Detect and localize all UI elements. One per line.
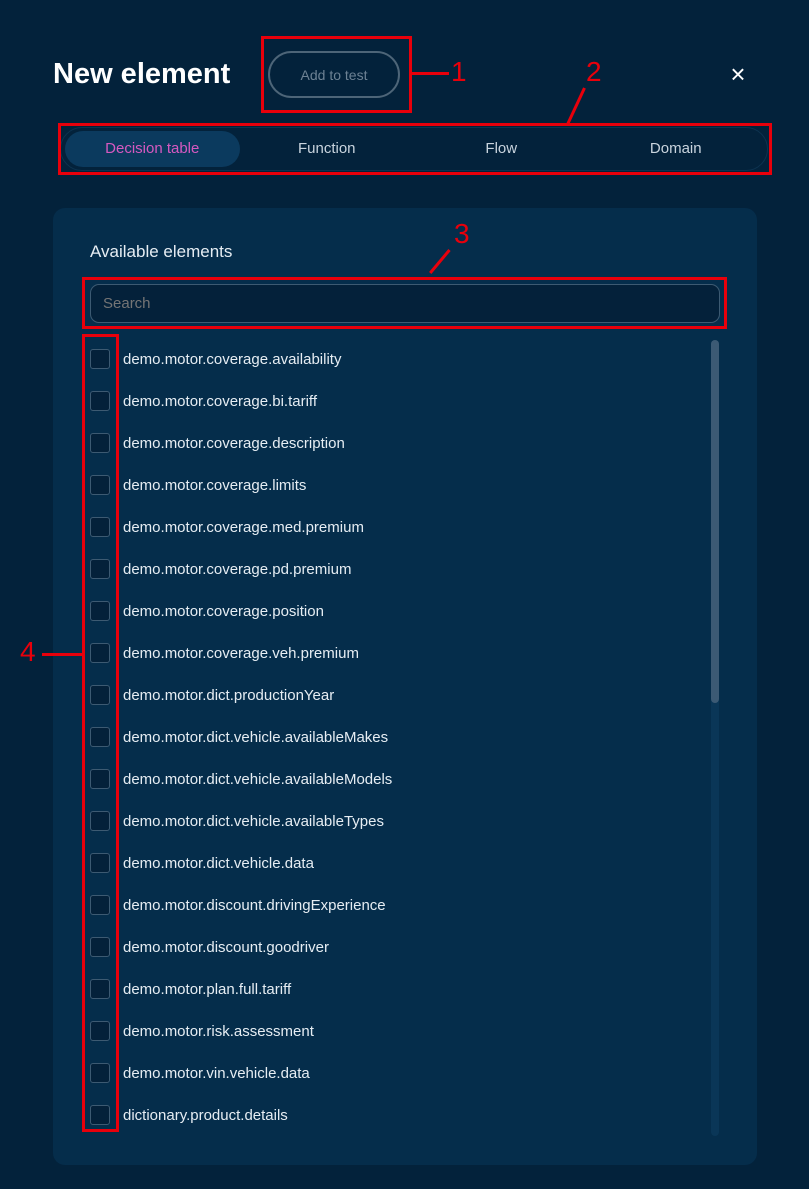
element-label: demo.motor.plan.full.tariff: [123, 980, 292, 998]
element-checkbox[interactable]: [90, 433, 110, 453]
element-checkbox[interactable]: [90, 601, 110, 621]
list-item[interactable]: demo.motor.discount.goodriver: [90, 926, 690, 968]
element-checkbox[interactable]: [90, 769, 110, 789]
element-label: demo.motor.dict.vehicle.availableMakes: [123, 728, 389, 746]
tab-decision-table[interactable]: Decision table: [65, 131, 240, 167]
annotation-line-1: [412, 72, 449, 75]
element-checkbox[interactable]: [90, 559, 110, 579]
list-item[interactable]: demo.motor.coverage.pd.premium: [90, 548, 690, 590]
element-checkbox[interactable]: [90, 475, 110, 495]
list-item[interactable]: demo.motor.coverage.veh.premium: [90, 632, 690, 674]
element-checkbox[interactable]: [90, 727, 110, 747]
annotation-label-2: 2: [586, 56, 602, 87]
dialog-title: New element: [53, 58, 231, 90]
annotation-box-2: [58, 123, 772, 175]
annotation-line-2: [566, 87, 586, 125]
element-label: demo.motor.coverage.med.premium: [123, 518, 364, 536]
list-item[interactable]: demo.motor.dict.vehicle.data: [90, 842, 690, 884]
list-item[interactable]: demo.motor.vin.vehicle.data: [90, 1052, 690, 1094]
element-label: demo.motor.discount.goodriver: [123, 938, 329, 956]
element-label: demo.motor.coverage.pd.premium: [123, 560, 352, 578]
element-checkbox[interactable]: [90, 811, 110, 831]
element-checkbox[interactable]: [90, 937, 110, 957]
tab-flow[interactable]: Flow: [485, 140, 518, 157]
element-checkbox[interactable]: [90, 685, 110, 705]
list-item[interactable]: demo.motor.coverage.bi.tariff: [90, 380, 690, 422]
element-label: demo.motor.vin.vehicle.data: [123, 1064, 310, 1082]
element-label: demo.motor.dict.productionYear: [123, 686, 335, 704]
list-item[interactable]: demo.motor.coverage.availability: [90, 338, 690, 380]
element-label: demo.motor.risk.assessment: [123, 1022, 314, 1040]
annotation-box-4: [82, 334, 119, 1132]
element-label: dictionary.product.details: [123, 1106, 288, 1124]
element-checkbox[interactable]: [90, 979, 110, 999]
element-label: demo.motor.coverage.limits: [123, 476, 307, 494]
annotation-box-1: [261, 36, 412, 113]
list-item[interactable]: demo.motor.coverage.description: [90, 422, 690, 464]
scrollbar[interactable]: [711, 340, 719, 1136]
list-item[interactable]: demo.motor.coverage.limits: [90, 464, 690, 506]
list-item[interactable]: demo.motor.coverage.med.premium: [90, 506, 690, 548]
element-checkbox[interactable]: [90, 853, 110, 873]
element-label: demo.motor.coverage.description: [123, 434, 345, 452]
annotation-line-4: [42, 653, 82, 656]
element-checkbox[interactable]: [90, 643, 110, 663]
element-checkbox[interactable]: [90, 895, 110, 915]
annotation-label-4: 4: [20, 636, 36, 667]
element-label: demo.motor.dict.vehicle.availableTypes: [123, 812, 384, 830]
panel-title: Available elements: [90, 242, 233, 261]
list-item[interactable]: dictionary.product.details: [90, 1094, 690, 1136]
element-label: demo.motor.dict.vehicle.availableModels: [123, 770, 393, 788]
element-label: demo.motor.discount.drivingExperience: [123, 896, 386, 914]
list-item[interactable]: demo.motor.dict.productionYear: [90, 674, 690, 716]
element-label: demo.motor.coverage.bi.tariff: [123, 392, 317, 410]
element-checkbox[interactable]: [90, 391, 110, 411]
search-input[interactable]: [90, 284, 720, 323]
annotation-box-3: [82, 277, 727, 329]
tab-function[interactable]: Function: [297, 140, 356, 157]
annotation-label-1: 1: [451, 56, 467, 87]
list-item[interactable]: demo.motor.dict.vehicle.availableMakes: [90, 716, 690, 758]
list-item[interactable]: demo.motor.discount.drivingExperience: [90, 884, 690, 926]
scrollbar-thumb[interactable]: [711, 340, 719, 703]
element-type-tabs: Decision table Function Flow Domain: [60, 127, 768, 171]
available-elements-panel: Available elements demo.motor.coverage.a…: [53, 208, 757, 1165]
element-label: demo.motor.coverage.position: [123, 602, 324, 620]
element-checkbox[interactable]: [90, 1063, 110, 1083]
element-checkbox[interactable]: [90, 1105, 110, 1125]
tab-domain[interactable]: Domain: [649, 140, 702, 157]
element-checkbox[interactable]: [90, 517, 110, 537]
annotation-label-3: 3: [454, 218, 470, 249]
add-to-test-button[interactable]: Add to test: [268, 51, 400, 98]
element-checkbox[interactable]: [90, 1021, 110, 1041]
element-label: demo.motor.coverage.availability: [123, 350, 342, 368]
list-item[interactable]: demo.motor.plan.full.tariff: [90, 968, 690, 1010]
element-checkbox[interactable]: [90, 349, 110, 369]
list-item[interactable]: demo.motor.risk.assessment: [90, 1010, 690, 1052]
element-label: demo.motor.coverage.veh.premium: [123, 644, 359, 662]
elements-list: demo.motor.coverage.availability demo.mot…: [90, 338, 690, 1136]
element-label: demo.motor.dict.vehicle.data: [123, 854, 314, 872]
list-item[interactable]: demo.motor.coverage.position: [90, 590, 690, 632]
list-item[interactable]: demo.motor.dict.vehicle.availableModels: [90, 758, 690, 800]
close-icon[interactable]: ×: [730, 59, 746, 89]
list-item[interactable]: demo.motor.dict.vehicle.availableTypes: [90, 800, 690, 842]
